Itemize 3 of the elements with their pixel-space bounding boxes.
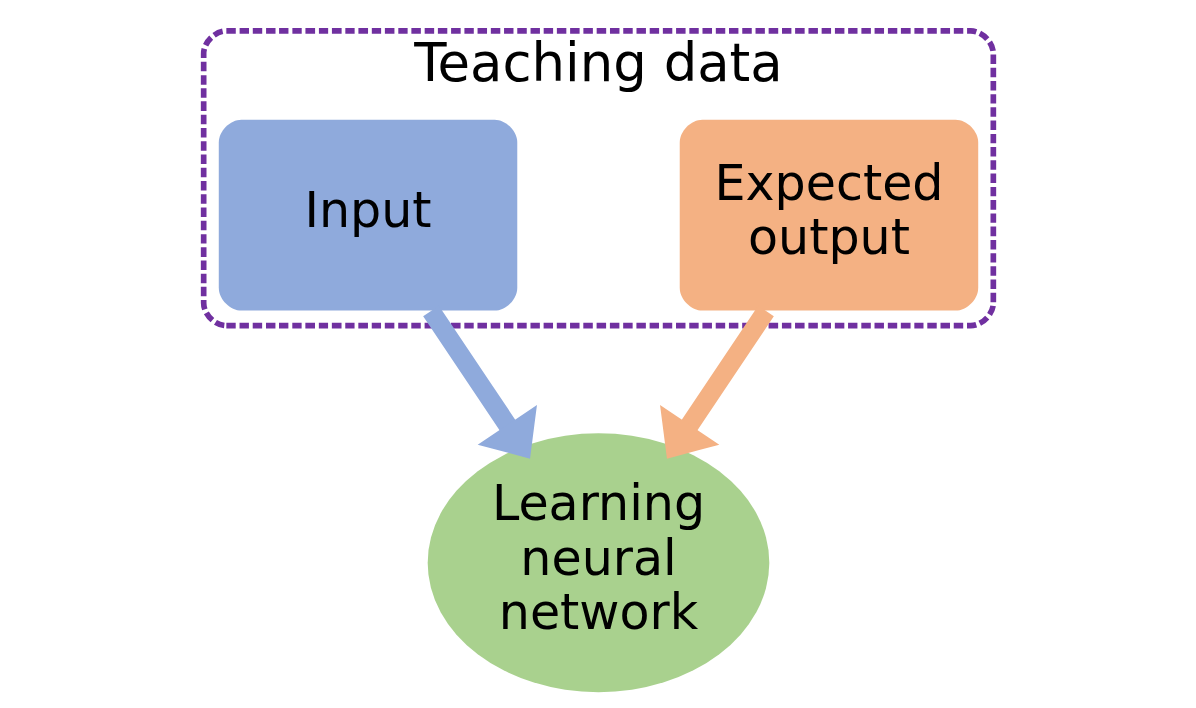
- node-ellipse: Learning neural network: [427, 433, 769, 693]
- node-box: Input: [218, 119, 517, 311]
- node-box: Expected output: [679, 119, 978, 311]
